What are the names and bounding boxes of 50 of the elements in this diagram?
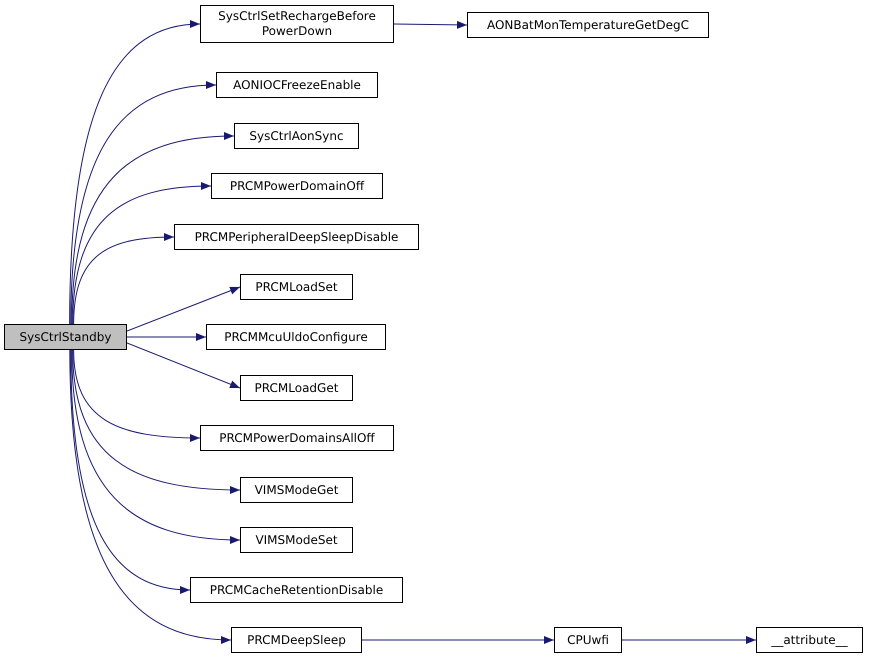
call-arrow (394, 20, 468, 29)
call-arrow (72, 182, 212, 324)
function-name: PRCMCacheRetentionDisable (208, 582, 384, 598)
function-box (190, 577, 403, 603)
function-box (554, 627, 622, 653)
call-arrow (69, 350, 232, 644)
function-box (200, 5, 394, 43)
call-arrow (126, 342, 240, 388)
function-name: VIMSModeGet (254, 482, 340, 498)
function-name: PRCMPeripheralDeepSleepDisable (194, 230, 400, 244)
function-box (200, 425, 394, 451)
call-arrow (71, 350, 240, 544)
call-arrow (362, 636, 554, 644)
function-box (231, 627, 362, 653)
call-arrow (126, 333, 206, 341)
call-arrow (73, 350, 200, 442)
function-name: PRCMPowerDomainOff (228, 178, 366, 194)
function-name: PRCMPowerDomainsAllOff (218, 430, 376, 446)
function-name: AONIOCFreezeEnable (232, 78, 362, 92)
function-name: AONBatMonTemperatureGetDegC (486, 18, 690, 32)
call-arrow (71, 132, 234, 324)
call-arrow (72, 350, 240, 494)
function-box (234, 123, 359, 149)
function-name: CPUwfi (566, 632, 610, 648)
function-box (216, 72, 378, 98)
function-box (240, 274, 353, 300)
function-box (4, 324, 127, 350)
function-name: SysCtrlAonSync (248, 128, 345, 144)
function-box (467, 12, 709, 38)
function-box (174, 224, 419, 250)
function-name: __attribute__ (770, 632, 849, 648)
call-arrow (126, 286, 240, 332)
function-box (240, 527, 353, 553)
function-name: VIMSModeSet (254, 532, 339, 548)
function-box (240, 375, 353, 401)
function-box (206, 324, 386, 350)
function-box (756, 627, 863, 653)
function-name: SysCtrlSetRechargeBefore PowerDown (217, 9, 377, 39)
function-name: PRCMLoadSet (254, 280, 339, 294)
function-name: SysCtrlStandby (18, 330, 112, 344)
call-arrow (73, 233, 174, 324)
call-arrow (69, 20, 200, 324)
call-arrow (622, 636, 756, 644)
function-name: PRCMLoadGet (254, 380, 340, 396)
function-box (211, 173, 383, 199)
call-arrow (70, 350, 190, 594)
call-arrow (70, 82, 216, 324)
function-name: PRCMMcuUldoConfigure (223, 330, 369, 344)
function-box (240, 477, 353, 503)
function-name: PRCMDeepSleep (246, 632, 347, 648)
